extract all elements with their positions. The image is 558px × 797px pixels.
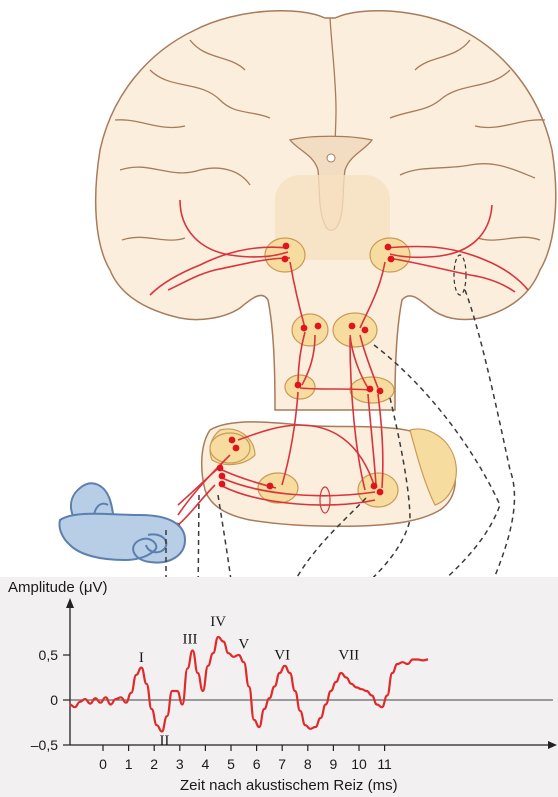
- neuron-dot: [295, 382, 302, 389]
- neuron-dot: [219, 481, 226, 488]
- neuron-dot: [219, 473, 226, 480]
- x-tick-label: 10: [351, 756, 367, 772]
- neuron-dot: [367, 386, 374, 393]
- x-tick-label: 11: [377, 756, 392, 772]
- y-tick-label: 0,5: [39, 647, 59, 663]
- neuron-dot: [388, 256, 395, 263]
- x-tick-label: 4: [202, 756, 210, 772]
- y-tick-label: 0: [50, 692, 58, 708]
- peak-label-I: I: [139, 650, 144, 666]
- neuron-dot: [233, 445, 240, 452]
- neuron-dot: [371, 483, 378, 490]
- x-tick-label: 7: [278, 756, 286, 772]
- y-tick-label: –0,5: [31, 737, 58, 753]
- neuron-dot: [283, 243, 290, 250]
- neuron-dot: [377, 388, 384, 395]
- x-tick-label: 8: [304, 756, 312, 772]
- peak-label-III: III: [183, 631, 198, 647]
- peak-label-VI: VI: [274, 648, 290, 664]
- neuron-dot: [229, 437, 236, 444]
- peak-label-II: II: [159, 733, 169, 749]
- x-axis-label: Zeit nach akustischem Reiz (ms): [180, 777, 398, 794]
- peak-label-VII: VII: [338, 648, 359, 664]
- neuron-dot: [282, 256, 289, 263]
- neuron-dot: [301, 325, 308, 332]
- neuron-dot: [377, 489, 384, 496]
- x-tick-label: 3: [176, 756, 184, 772]
- x-tick-label: 9: [330, 756, 338, 772]
- third-ventricle: [327, 154, 335, 162]
- medial-geniculate-right: [333, 313, 377, 347]
- auditory-cortex-right: [370, 238, 410, 272]
- neuron-dot: [385, 244, 392, 251]
- peak-label-V: V: [238, 637, 249, 653]
- neuron-dot: [315, 323, 322, 330]
- peak-label-IV: IV: [210, 614, 226, 630]
- cochlea-spiral: [59, 514, 185, 563]
- x-tick-label: 6: [253, 756, 261, 772]
- neuron-dot: [267, 483, 274, 490]
- y-axis-label: Amplitude (μV): [8, 579, 108, 596]
- x-tick-label: 2: [150, 756, 158, 772]
- x-tick-label: 5: [227, 756, 235, 772]
- x-tick-label: 1: [125, 756, 133, 772]
- x-tick-label: 0: [99, 756, 107, 772]
- superior-olive-left: [258, 473, 298, 503]
- neuron-dot: [217, 465, 224, 472]
- brain-illustration: [96, 11, 556, 527]
- neuron-dot: [362, 327, 369, 334]
- neuron-dot: [349, 323, 356, 330]
- abr-plot: 0,5 0 –0,5 0 1 2 3 4 5 6 7 8 9 10 11 Amplitude (μV) Z…: [0, 577, 558, 797]
- medial-geniculate-left: [292, 314, 328, 346]
